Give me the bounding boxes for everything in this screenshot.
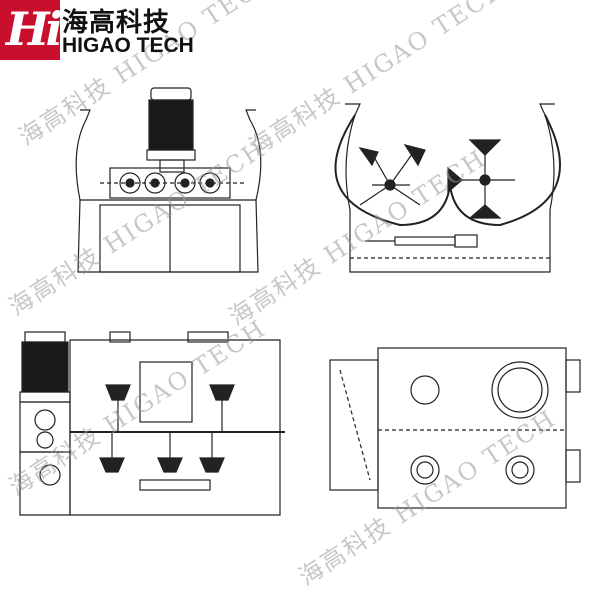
brand-name-english: HIGAO TECH bbox=[62, 34, 194, 57]
front-section-view bbox=[19, 331, 285, 516]
discharge-cylinder bbox=[365, 234, 478, 248]
logo-letters: Hi bbox=[6, 2, 63, 56]
paddles bbox=[99, 384, 235, 473]
left-agitator bbox=[358, 144, 426, 206]
brand-name-chinese: 海高科技 bbox=[62, 8, 171, 38]
front-view bbox=[75, 87, 262, 273]
side-section-view bbox=[334, 103, 561, 273]
motor-lower bbox=[19, 331, 71, 453]
brand-logo: Hi bbox=[0, 0, 63, 60]
right-agitator bbox=[447, 139, 515, 219]
gearbox bbox=[100, 167, 245, 199]
top-view bbox=[329, 347, 581, 509]
motor bbox=[146, 87, 196, 173]
